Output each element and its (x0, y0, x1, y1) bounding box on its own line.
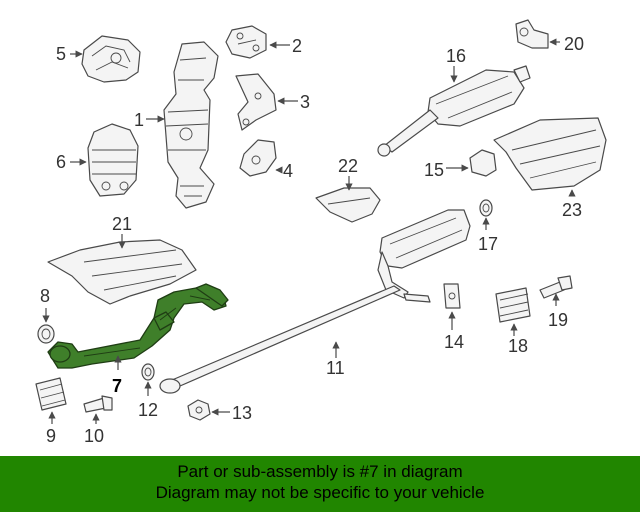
callout-15-label: 15 (424, 160, 444, 180)
callout-15: 15 (424, 160, 469, 180)
notice-banner: Part or sub-assembly is #7 in diagram Di… (0, 456, 640, 512)
callout-23-label: 23 (562, 200, 582, 220)
callout-7: 7 (112, 355, 122, 396)
part-12-gasket[interactable] (141, 363, 155, 381)
part-19-bolt[interactable] (539, 275, 573, 299)
callout-4-label: 4 (283, 161, 293, 181)
callout-21-label: 21 (112, 214, 132, 234)
part-18-flex-joint[interactable] (495, 287, 531, 323)
callout-12-label: 12 (138, 400, 158, 420)
callout-6-label: 6 (56, 152, 66, 172)
part-1-catalytic-converter[interactable] (163, 41, 219, 209)
part-17-gasket[interactable] (479, 199, 493, 217)
part-4-bracket[interactable] (239, 139, 277, 177)
callout-13: 13 (211, 403, 252, 423)
callout-3: 3 (277, 92, 310, 112)
callout-12: 12 (138, 381, 158, 420)
callout-11-label: 11 (326, 358, 345, 378)
callout-14-label: 14 (444, 332, 464, 352)
notice-line-2: Diagram may not be specific to your vehi… (155, 483, 485, 502)
part-15-sensor[interactable] (469, 149, 497, 177)
callout-7-label: 7 (112, 376, 122, 396)
callout-20-label: 20 (564, 34, 584, 54)
exhaust-parts-diagram: 5 2 1 3 4 (35, 19, 607, 446)
callout-17: 17 (478, 217, 498, 254)
part-5-heat-shield[interactable] (81, 35, 141, 83)
callout-5-label: 5 (56, 44, 66, 64)
part-22-bracket[interactable] (315, 187, 381, 223)
callout-6: 6 (56, 152, 87, 172)
callout-10: 10 (84, 413, 104, 446)
callout-21: 21 (112, 214, 132, 249)
callout-10-label: 10 (84, 426, 104, 446)
callout-4: 4 (275, 161, 293, 181)
callout-14: 14 (444, 311, 464, 352)
part-2-gasket[interactable] (225, 25, 267, 59)
part-14-hanger[interactable] (443, 283, 461, 309)
part-8-gasket[interactable] (37, 324, 55, 344)
part-21-heat-shield[interactable] (47, 239, 197, 305)
part-16-muffler[interactable] (377, 65, 531, 157)
part-3-bracket[interactable] (235, 73, 277, 131)
part-11-exhaust-pipe[interactable] (159, 209, 471, 394)
callout-1-label: 1 (134, 110, 144, 130)
callout-1: 1 (134, 110, 165, 130)
part-13-nut[interactable] (187, 399, 211, 421)
callout-5: 5 (56, 44, 83, 64)
callout-2-label: 2 (292, 36, 302, 56)
notice-line-1: Part or sub-assembly is #7 in diagram (177, 462, 463, 481)
callout-19-label: 19 (548, 310, 568, 330)
part-7-front-pipe-highlighted[interactable] (47, 283, 229, 369)
callout-8-label: 8 (40, 286, 50, 306)
callout-18-label: 18 (508, 336, 528, 356)
part-9-flex-pipe[interactable] (35, 377, 67, 411)
callout-18: 18 (508, 323, 528, 356)
part-6-heat-shield[interactable] (87, 123, 139, 197)
part-20-sensor[interactable] (515, 19, 549, 49)
callout-16: 16 (446, 46, 466, 83)
callout-3-label: 3 (300, 92, 310, 112)
callout-9-label: 9 (46, 426, 56, 446)
callout-19: 19 (548, 293, 568, 330)
part-10-bolt[interactable] (83, 395, 113, 413)
callout-23: 23 (562, 189, 582, 220)
callout-8: 8 (40, 286, 50, 323)
callout-17-label: 17 (478, 234, 498, 254)
callout-2: 2 (269, 36, 302, 56)
callout-11: 11 (326, 341, 345, 378)
part-23-heat-shield[interactable] (493, 117, 607, 191)
callout-13-label: 13 (232, 403, 252, 423)
callout-9: 9 (46, 411, 56, 446)
callout-22: 22 (338, 156, 358, 191)
callout-22-label: 22 (338, 156, 358, 176)
callout-20: 20 (549, 34, 584, 54)
callout-16-label: 16 (446, 46, 466, 66)
